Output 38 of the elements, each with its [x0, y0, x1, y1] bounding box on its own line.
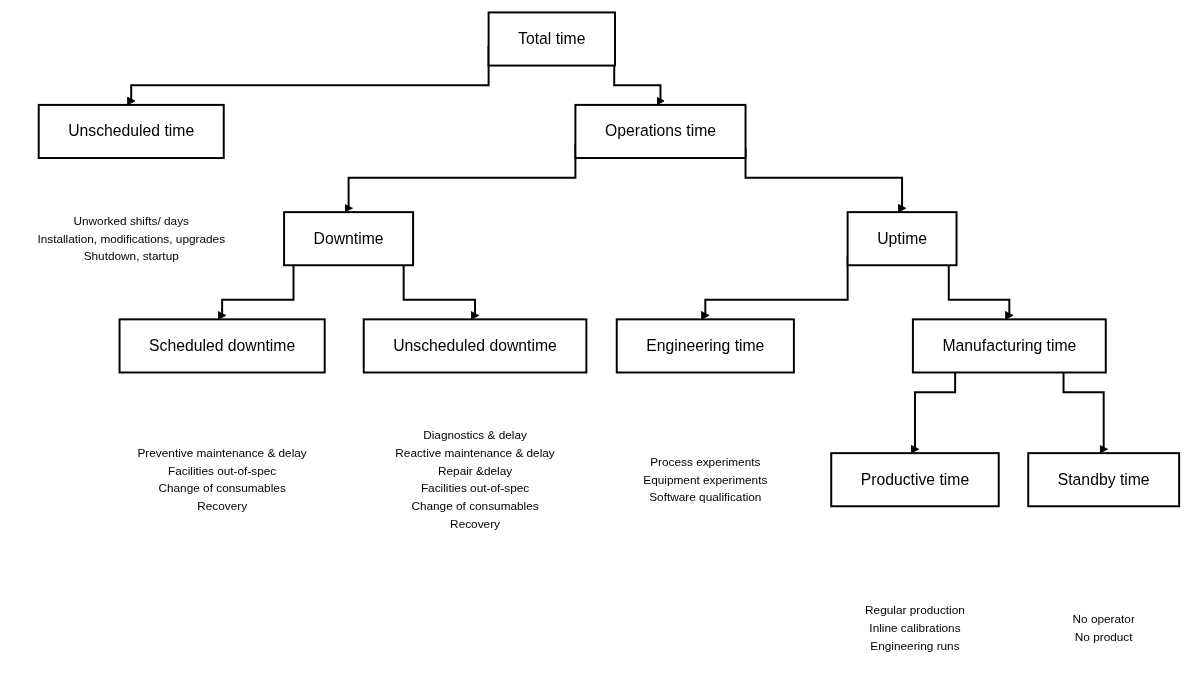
arrow [1062, 371, 1108, 454]
arrow [217, 264, 295, 320]
arrow [613, 64, 665, 106]
node-label: Reactive maintenance & delay [395, 446, 555, 461]
node-label: Inline calibrations [869, 621, 961, 636]
node-label: Diagnostics & delay [423, 428, 527, 443]
node-label: Recovery [197, 499, 248, 514]
node-box: Operations time [574, 103, 747, 159]
node-label: No product [1074, 630, 1133, 644]
node-label: Change of consumables [411, 499, 539, 514]
node-label: No operator [1072, 612, 1135, 627]
arrow [402, 264, 480, 320]
node-label: Preventive maintenance & delay [137, 446, 307, 461]
node-box: Standby time [1027, 452, 1181, 508]
node-label: Installation, modifications, upgrades [37, 231, 226, 246]
node-label: Process experiments [650, 455, 761, 469]
arrow [910, 371, 957, 454]
node-label: Engineering runs [870, 639, 960, 653]
node-box: Productive time [830, 452, 1000, 508]
arrow [947, 264, 1014, 320]
node-label: Equipment experiments [643, 472, 768, 487]
node-label: Shutdown, startup [83, 249, 179, 264]
node-box: Manufacturing time [911, 318, 1107, 374]
node-label: Facilities out-of-spec [168, 463, 277, 478]
node-box: Total time [487, 11, 616, 67]
node-box: Engineering time [615, 318, 795, 374]
node-label: Facilities out-of-spec [420, 481, 530, 496]
node-label: Change of consumables [158, 481, 286, 496]
node-box: Unscheduled downtime [362, 318, 588, 374]
node-label: Software qualification [649, 490, 762, 505]
node-label: Recovery [450, 517, 500, 531]
node-label: Regular production [865, 603, 965, 618]
node-box: Uptime [846, 211, 958, 267]
node-box: Scheduled downtime [118, 318, 326, 374]
node-box: Downtime [283, 211, 415, 267]
node-box: Unscheduled time [37, 103, 225, 159]
node-label: Unworked shifts/ days [73, 214, 189, 228]
node-label: Repair &delay [437, 463, 513, 478]
